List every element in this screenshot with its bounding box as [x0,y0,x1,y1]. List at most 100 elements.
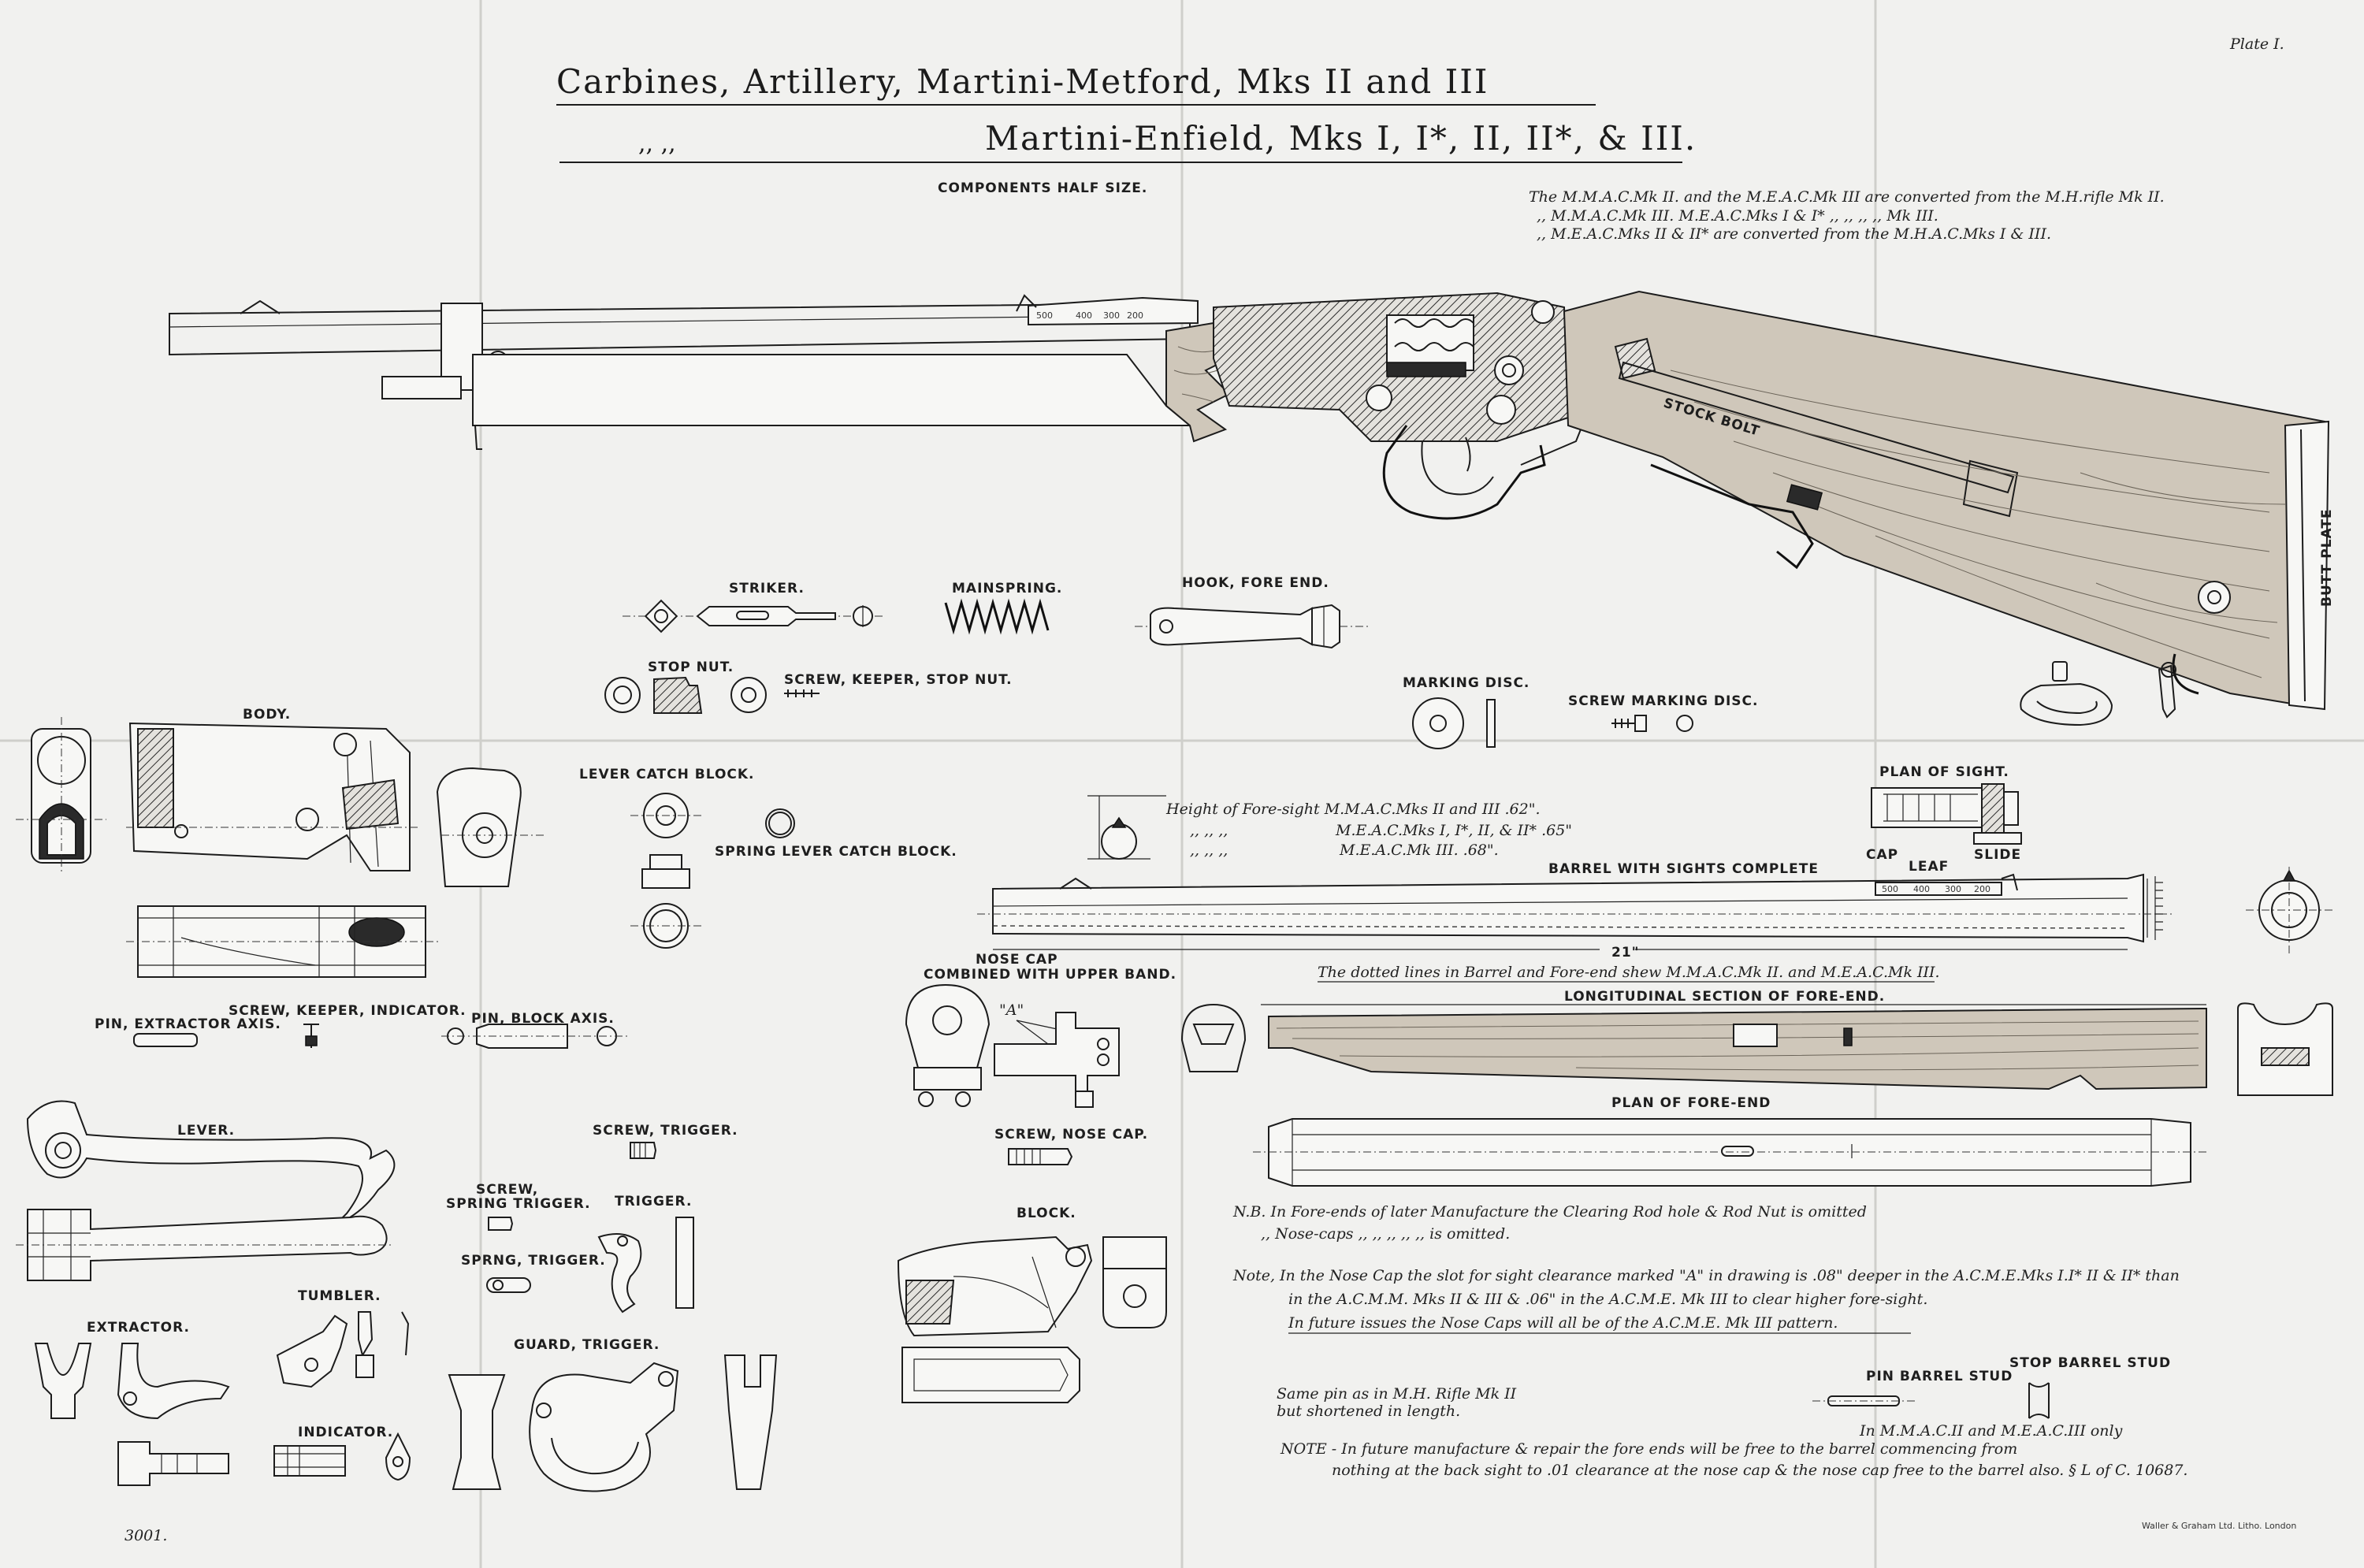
notes-block: N.B. In Fore-ends of later Manufacture t… [1232,1203,2180,1334]
svg-text:GUARD, TRIGGER.: GUARD, TRIGGER. [514,1337,660,1353]
conversion-note-2: ,, M.M.A.C.Mk III. M.E.A.C.Mks I & I* ,,… [1537,207,1938,225]
component-extractor: EXTRACTOR. [34,1320,230,1486]
svg-text:SLIDE: SLIDE [1974,847,2021,863]
svg-text:,, ,, ,,: ,, ,, ,, [1190,842,1228,859]
svg-text:Height of Fore-sight M.M.A.C.M: Height of Fore-sight M.M.A.C.Mks II and … [1165,801,1540,818]
svg-text:SCREW, NOSE CAP.: SCREW, NOSE CAP. [994,1127,1148,1143]
component-indicator: INDICATOR. [273,1425,411,1481]
component-guard-trigger: GUARD, TRIGGER. [448,1337,778,1492]
svg-text:LEVER.: LEVER. [177,1123,235,1139]
component-barrel-studs: Same pin as in M.H. Rifle Mk II but shor… [1277,1355,2171,1440]
svg-text:300: 300 [1945,884,1961,894]
svg-text:21": 21" [1611,945,1640,960]
component-small-pins: SCREW, KEEPER, INDICATOR. PIN, EXTRACTOR… [95,1003,630,1049]
svg-text:SPRING LEVER CATCH BLOCK.: SPRING LEVER CATCH BLOCK. [715,844,957,860]
svg-text:"A": "A" [999,1001,1024,1019]
component-tumbler: TUMBLER. [276,1288,410,1388]
component-stop-nut: STOP NUT. SCREW, KEEPER, STOP NUT. [604,660,1013,714]
carbine-general-arrangement: 500 400 300 200 STOCK BOLT [169,290,2335,726]
svg-text:,, ,, ,,: ,, ,, ,, [1190,822,1228,839]
plate-label: Plate I. [2229,35,2284,53]
nose-cap-note-2: in the A.C.M.M. Mks II & III & .06" in t… [1288,1291,1927,1308]
svg-text:LEAF: LEAF [1909,859,1949,875]
component-body: BODY. [16,707,544,978]
svg-text:STOP NUT.: STOP NUT. [648,660,734,675]
component-lever: LEVER. [16,1100,396,1281]
svg-text:NOSE CAP: NOSE CAP [976,952,1058,968]
svg-text:PIN BARREL STUD: PIN BARREL STUD [1866,1369,2013,1384]
svg-text:BARREL WITH SIGHTS COMPLETE: BARREL WITH SIGHTS COMPLETE [1548,861,1819,877]
svg-text:300: 300 [1103,310,1120,321]
component-nose-cap: NOSE CAP COMBINED WITH UPPER BAND. "A" [905,952,1176,1108]
nb-note-2: ,, Nose-caps ,, ,, ,, ,, ,, is omitted. [1261,1225,1510,1243]
svg-text:SPRNG, TRIGGER.: SPRNG, TRIGGER. [461,1253,606,1269]
svg-text:LONGITUDINAL SECTION OF FORE-E: LONGITUDINAL SECTION OF FORE-END. [1564,989,1885,1005]
svg-text:MARKING DISC.: MARKING DISC. [1403,675,1530,691]
component-striker: STRIKER. [623,581,883,634]
title-line-1: Carbines, Artillery, Martini-Metford, Mk… [556,62,1489,101]
svg-text:SCREW, KEEPER, INDICATOR.: SCREW, KEEPER, INDICATOR. [229,1003,466,1019]
svg-text:M.E.A.C.Mks I, I*, II, & II*: M.E.A.C.Mks I, I*, II, & II* .65" [1335,822,1572,839]
svg-text:EXTRACTOR.: EXTRACTOR. [87,1320,190,1336]
svg-text:In M.M.A.C.II and M.E.A.C.III: In M.M.A.C.II and M.E.A.C.III only [1859,1422,2123,1440]
svg-text:SCREW, TRIGGER.: SCREW, TRIGGER. [593,1123,738,1139]
svg-text:COMBINED WITH UPPER BAND.: COMBINED WITH UPPER BAND. [924,967,1176,983]
sight-scale: 500 400 300 200 [1036,310,1143,321]
svg-text:PLAN OF FORE-END: PLAN OF FORE-END [1611,1095,1771,1111]
svg-text:BLOCK.: BLOCK. [1017,1206,1076,1221]
svg-text:500: 500 [1036,310,1053,321]
svg-text:HOOK, FORE END.: HOOK, FORE END. [1182,575,1329,591]
component-barrel-complete: BARREL WITH SIGHTS COMPLETE 500 400 300 … [977,861,2332,960]
foresight-heights: Height of Fore-sight M.M.A.C.Mks II and … [1087,795,1572,860]
svg-text:400: 400 [1076,310,1092,321]
component-screw-nose-cap: SCREW, NOSE CAP. [994,1127,1148,1165]
butt-plate-label: BUTT PLATE [2319,508,2335,607]
future-note-2: nothing at the back sight to .01 clearan… [1332,1462,2187,1479]
svg-text:STRIKER.: STRIKER. [729,581,805,596]
svg-text:PIN, BLOCK AXIS.: PIN, BLOCK AXIS. [471,1011,615,1027]
component-block: BLOCK. [897,1206,1167,1403]
component-mainspring: MAINSPRING. [944,581,1062,635]
svg-text:500: 500 [1882,884,1898,894]
svg-text:LEVER CATCH BLOCK.: LEVER CATCH BLOCK. [579,767,755,782]
subtitle: COMPONENTS HALF SIZE. [938,180,1147,196]
nose-cap-note-3: In future issues the Nose Caps will all … [1288,1314,1838,1332]
print-number: 3001. [125,1527,167,1544]
svg-text:SCREW MARKING DISC.: SCREW MARKING DISC. [1568,693,1758,709]
component-trigger-parts: SCREW, TRIGGER. SCREW, SPRING TRIGGER. T… [446,1123,738,1313]
svg-text:TUMBLER.: TUMBLER. [298,1288,381,1304]
svg-text:MAINSPRING.: MAINSPRING. [952,581,1062,596]
svg-text:CAP: CAP [1866,847,1898,863]
nose-cap-note-1: Note, In the Nose Cap the slot for sight… [1232,1267,2180,1284]
title-ditto: ,, ,, [638,130,676,158]
title-block: Plate I. Carbines, Artillery, Martini-Me… [556,35,2284,243]
future-note-1: NOTE - In future manufacture & repair th… [1280,1440,2017,1458]
title-line-2: Martini-Enfield, Mks I, I*, II, II*, & I… [985,119,1697,158]
svg-text:200: 200 [1974,884,1990,894]
svg-text:SCREW, KEEPER, STOP NUT.: SCREW, KEEPER, STOP NUT. [784,672,1013,688]
component-marking-disc: MARKING DISC. SCREW MARKING DISC. [1403,675,1758,749]
svg-text:BODY.: BODY. [243,707,291,723]
nb-note-1: N.B. In Fore-ends of later Manufacture t… [1232,1203,1867,1221]
svg-text:INDICATOR.: INDICATOR. [298,1425,393,1440]
svg-text:TRIGGER.: TRIGGER. [615,1194,692,1209]
component-fore-end-plan: PLAN OF FORE-END [1253,1095,2206,1187]
note-dotted-lines: The dotted lines in Barrel and Fore-end … [1318,964,1940,981]
conversion-note-3: ,, M.E.A.C.Mks II & II* are converted fr… [1537,225,2051,243]
svg-text:400: 400 [1913,884,1930,894]
svg-text:PLAN OF SIGHT.: PLAN OF SIGHT. [1879,764,2009,780]
svg-text:STOP BARREL STUD: STOP BARREL STUD [2009,1355,2171,1371]
svg-text:PIN, EXTRACTOR AXIS.: PIN, EXTRACTOR AXIS. [95,1016,281,1032]
svg-text:M.E.A.C.Mk III. .68".: M.E.A.C.Mk III. .68". [1339,842,1499,859]
svg-text:Same pin as in M.H. Rifle Mk I: Same pin as in M.H. Rifle Mk II [1277,1385,1517,1403]
svg-text:SCREW,: SCREW, [476,1182,538,1198]
printer-imprint: Waller & Graham Ltd. Litho. London [2142,1521,2296,1531]
svg-text:SPRING TRIGGER.: SPRING TRIGGER. [446,1196,591,1212]
conversion-note-1: The M.M.A.C.Mk II. and the M.E.A.C.Mk II… [1529,188,2165,206]
component-hook-fore-end: HOOK, FORE END. [1135,575,1371,649]
svg-text:but shortened in length.: but shortened in length. [1277,1403,1460,1420]
component-lever-catch-block: LEVER CATCH BLOCK. SPRING LEVER CATCH BL… [579,767,957,949]
component-fore-end-section: LONGITUDINAL SECTION OF FORE-END. [1180,989,2333,1096]
svg-text:200: 200 [1127,310,1143,321]
